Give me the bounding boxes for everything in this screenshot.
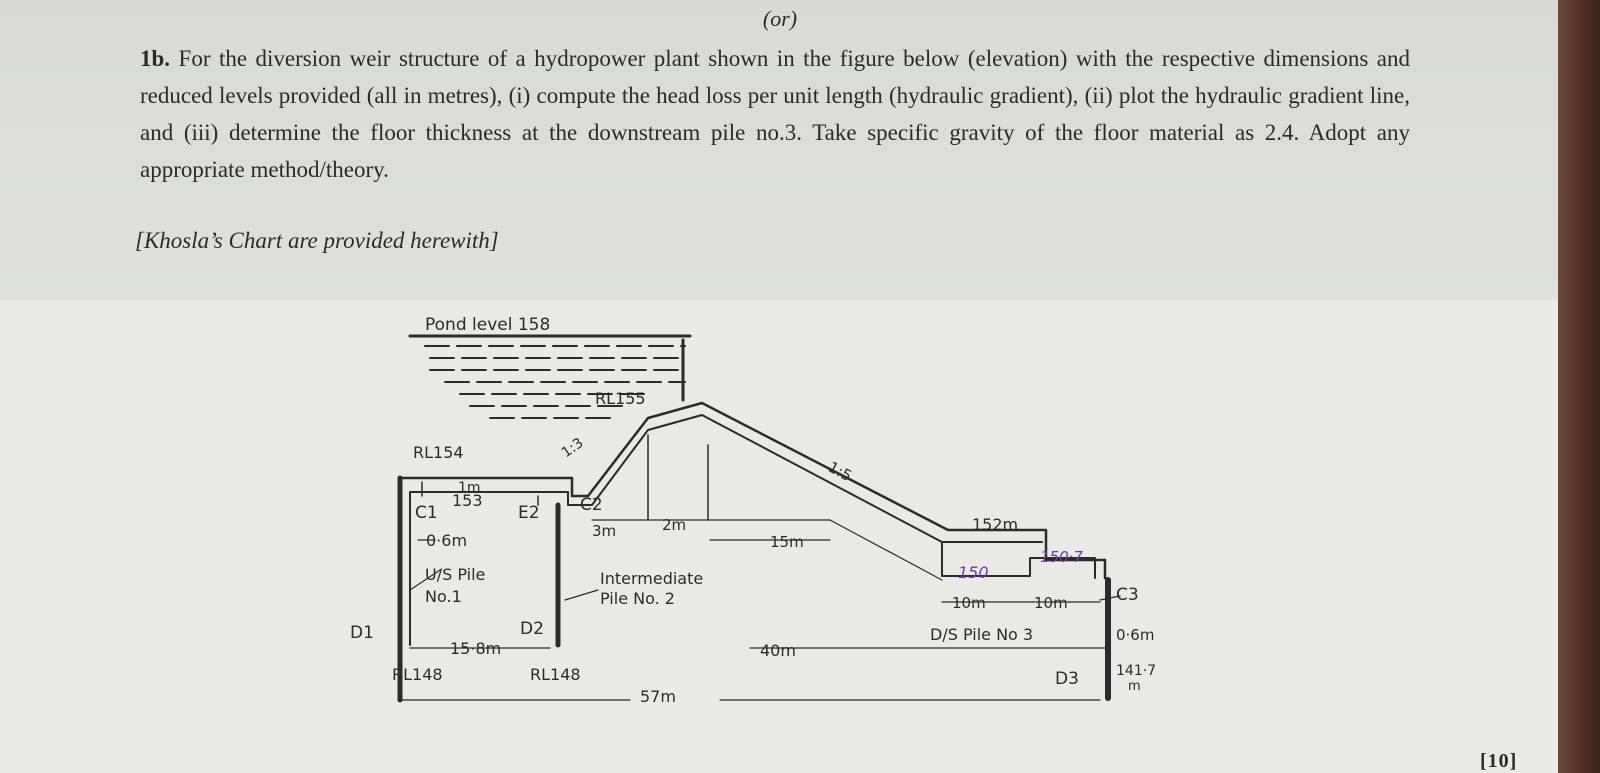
question-text-block: 1b. For the diversion weir structure of … (140, 40, 1410, 188)
dim-2m-label: 2m (662, 516, 686, 534)
us-slope-label: 1:3 (559, 435, 587, 461)
ds-pile-label: D/S Pile No 3 (930, 625, 1033, 644)
us-floor-rl-label: RL154 (413, 443, 464, 462)
level-152-label: 152m (972, 515, 1018, 534)
ds-slope-label: 1:5 (825, 458, 855, 485)
crest-rl-label: RL155 (595, 389, 646, 408)
paper-lower-sheet (0, 300, 1560, 773)
level-141-7-label: 141·7 (1116, 663, 1156, 679)
rl148-left-label: RL148 (392, 665, 443, 684)
pond-level-label: Pond level 158 (425, 315, 550, 335)
d3-label: D3 (1055, 669, 1079, 689)
c1-label: C1 (415, 503, 438, 523)
e2-label: E2 (518, 503, 540, 523)
or-header: (or) (762, 6, 798, 31)
table-edge (1558, 0, 1600, 773)
c2-label: C2 (580, 495, 603, 515)
rl148-right-label: RL148 (530, 665, 581, 684)
c3-depth-label: 0·6m (1116, 626, 1154, 644)
question-number: 1b. (140, 46, 171, 71)
page-number: [10] (1480, 750, 1518, 772)
dim-10m-b-label: 10m (1034, 594, 1068, 612)
intermediate-pile-label: Intermediate (600, 569, 703, 588)
c1-depth-label: 0·6m (426, 531, 467, 550)
level-153-label: 153 (452, 491, 483, 510)
dim-10m-a-label: 10m (952, 594, 986, 612)
question-body: For the diversion weir structure of a hy… (140, 46, 1411, 182)
d2-label: D2 (520, 619, 544, 639)
d1-label: D1 (350, 623, 374, 643)
level-141-7-unit: m (1128, 679, 1141, 694)
us-pile-number: No.1 (425, 587, 462, 606)
dim-40m-label: 40m (760, 641, 796, 660)
chart-reference-note: [Khosla’s Chart are provided herewith] (135, 228, 499, 253)
dim-57m-label: 57m (640, 687, 676, 706)
dim-3m-label: 3m (592, 522, 616, 540)
dim-15-8m-label: 15·8m (450, 639, 501, 658)
level-150-7-handwritten: 150·7 (1040, 548, 1083, 566)
dim-15m-label: 15m (770, 533, 804, 551)
intermediate-pile-number: Pile No. 2 (600, 589, 675, 608)
one-metre-label: 1m (458, 480, 481, 496)
level-150-handwritten: 150 (958, 563, 989, 582)
c3-label: C3 (1116, 585, 1139, 605)
weir-elevation-figure: Pond level 158 RL155 RL154 1:3 1:5 1m 15… (350, 315, 1156, 706)
us-pile-label: U/S Pile (425, 565, 485, 584)
